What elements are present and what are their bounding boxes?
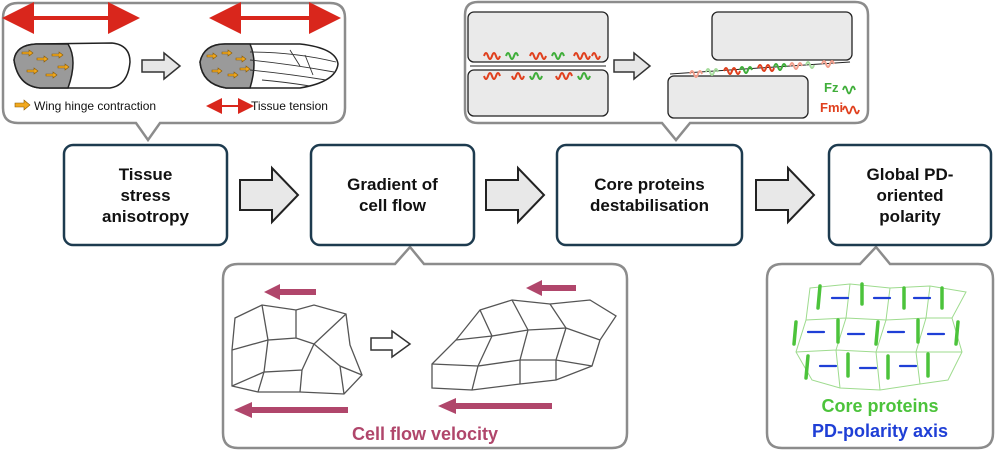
flow-arrow-top-right: [526, 280, 576, 296]
cell-mesh-before: [231, 304, 363, 395]
step-box-1: [62, 143, 229, 247]
step-box-2: [309, 143, 476, 247]
main-flow: [62, 143, 993, 247]
step-box-3: [555, 143, 744, 247]
protein-clusters-left: [483, 52, 601, 80]
fmi-legend-icon: [842, 105, 860, 115]
flow-arrow-2: [485, 165, 546, 225]
flow-arrow-3: [755, 165, 816, 225]
pd-axis-marks: [806, 296, 946, 370]
wing-after: [199, 43, 339, 89]
hinge-arrows-before: [21, 49, 70, 79]
tension-legend-text: Tissue tension: [251, 99, 328, 113]
flow-arrow-bottom-right: [438, 398, 552, 414]
hinge-legend-text: Wing hinge contraction: [34, 99, 156, 113]
fz-legend-icon: [842, 85, 856, 95]
wing-before: [13, 42, 131, 89]
protein-clusters-right: [689, 60, 835, 78]
polarity-caption-axis: PD-polarity axis: [812, 421, 948, 441]
wing-callout: Wing hinge contraction Tissue tension: [1, 1, 347, 143]
flow-arrow-top-left: [264, 284, 316, 300]
flow-callout: Cell flow velocity: [221, 245, 629, 450]
cell-mesh-after: [431, 299, 617, 391]
step-box-4: [827, 143, 993, 247]
polarity-caption-core: Core proteins: [821, 396, 938, 416]
proteins-transition-arrow: [613, 51, 652, 81]
polarity-callout: Core proteins PD-polarity axis: [765, 245, 995, 450]
proteins-callout: Fz Fmi: [463, 0, 870, 142]
fmi-legend-text: Fmi: [820, 100, 843, 115]
hinge-legend-icon: [14, 99, 31, 111]
flow-caption: Cell flow velocity: [352, 424, 498, 444]
wing-transition-arrow: [141, 51, 182, 81]
flow-arrow-1: [239, 165, 300, 225]
flow-arrow-bottom-left: [234, 402, 348, 418]
flow-transition-arrow: [370, 329, 412, 359]
fz-legend-text: Fz: [824, 80, 839, 95]
core-protein-bars: [792, 282, 960, 380]
